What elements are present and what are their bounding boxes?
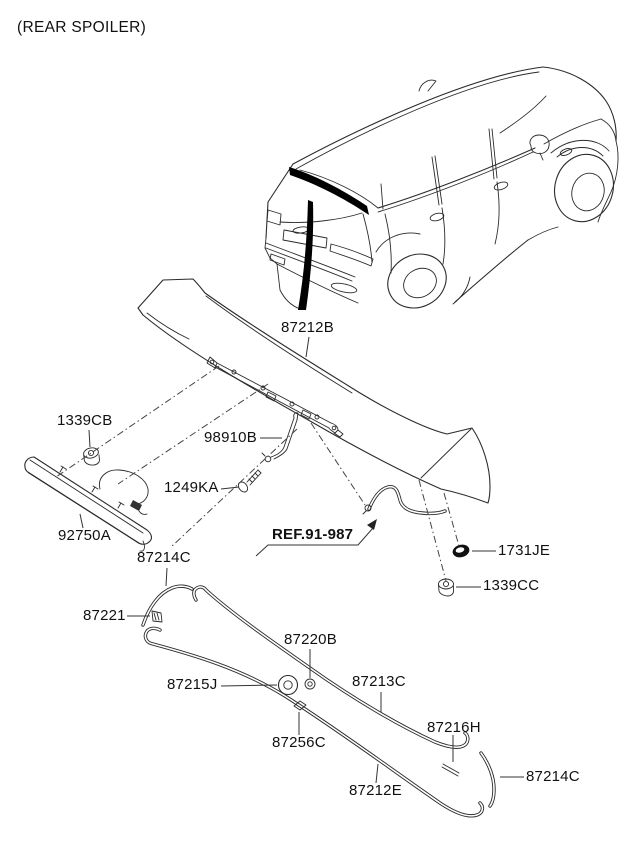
pad-strip-87216h [441, 763, 460, 777]
antenna-fin [418, 79, 437, 92]
part-label-87220b[interactable]: 87220B [284, 631, 337, 648]
part-label-87214c-right[interactable]: 87214C [526, 768, 580, 785]
alignment-lines [55, 365, 460, 582]
exhaust-tip [330, 282, 358, 294]
clip-87256c [293, 700, 307, 711]
clip-87221 [151, 610, 163, 623]
grommet-part [452, 544, 470, 558]
part-label-87216h[interactable]: 87216H [427, 719, 481, 736]
part-label-87221[interactable]: 87221 [83, 607, 126, 624]
grommet-87220b [304, 678, 316, 690]
spoiler-bracket [206, 356, 344, 438]
washer-87215j [277, 674, 299, 696]
part-label-87214c-left[interactable]: 87214C [137, 549, 191, 566]
callout-band [298, 200, 314, 310]
washer-hose-part [362, 484, 447, 516]
ref-arrowhead [367, 519, 377, 530]
tail-lamp [329, 243, 374, 267]
rear-wheel [375, 232, 471, 309]
pad-strip-87212e [143, 626, 485, 818]
ref-leader-arrow [255, 527, 374, 557]
part-label-87213c[interactable]: 87213C [352, 673, 406, 690]
spoiler-part [137, 278, 491, 504]
part-label-1339cc[interactable]: 1339CC [483, 577, 540, 594]
part-label-87212e[interactable]: 87212E [349, 782, 402, 799]
lamp-harness [98, 469, 149, 505]
spoiler-highlight [289, 167, 369, 215]
pad-strip-87214c-left [141, 584, 194, 627]
door-handle [429, 212, 445, 222]
part-label-87215j[interactable]: 87215J [167, 676, 218, 693]
tail-lamp [266, 209, 282, 226]
part-label-1249ka[interactable]: 1249KA [164, 479, 219, 496]
nut-part-1339cc [438, 578, 454, 597]
vehicle-illustration [264, 66, 619, 310]
nut-part-1339cb [83, 447, 100, 466]
front-wheel [554, 153, 614, 223]
leader-lines [79, 336, 524, 784]
side-mirror [529, 134, 550, 155]
part-label-87212b[interactable]: 87212B [281, 319, 334, 336]
washer-nozzle-part [261, 412, 299, 463]
door-handle [559, 148, 573, 156]
stop-lamp-part [24, 456, 152, 552]
part-label-1339cb[interactable]: 1339CB [57, 412, 113, 429]
pad-strip-87214c-right [479, 751, 496, 808]
part-label-87256c[interactable]: 87256C [272, 734, 326, 751]
part-label-1731je[interactable]: 1731JE [498, 542, 551, 559]
ref-link-91-987[interactable]: REF.91-987 [272, 526, 354, 543]
door-handle [493, 181, 509, 191]
part-label-98910b[interactable]: 98910B [204, 429, 257, 446]
page-title: (REAR SPOILER) [17, 19, 147, 36]
part-label-92750a[interactable]: 92750A [58, 527, 111, 544]
harness-connector [130, 500, 142, 511]
